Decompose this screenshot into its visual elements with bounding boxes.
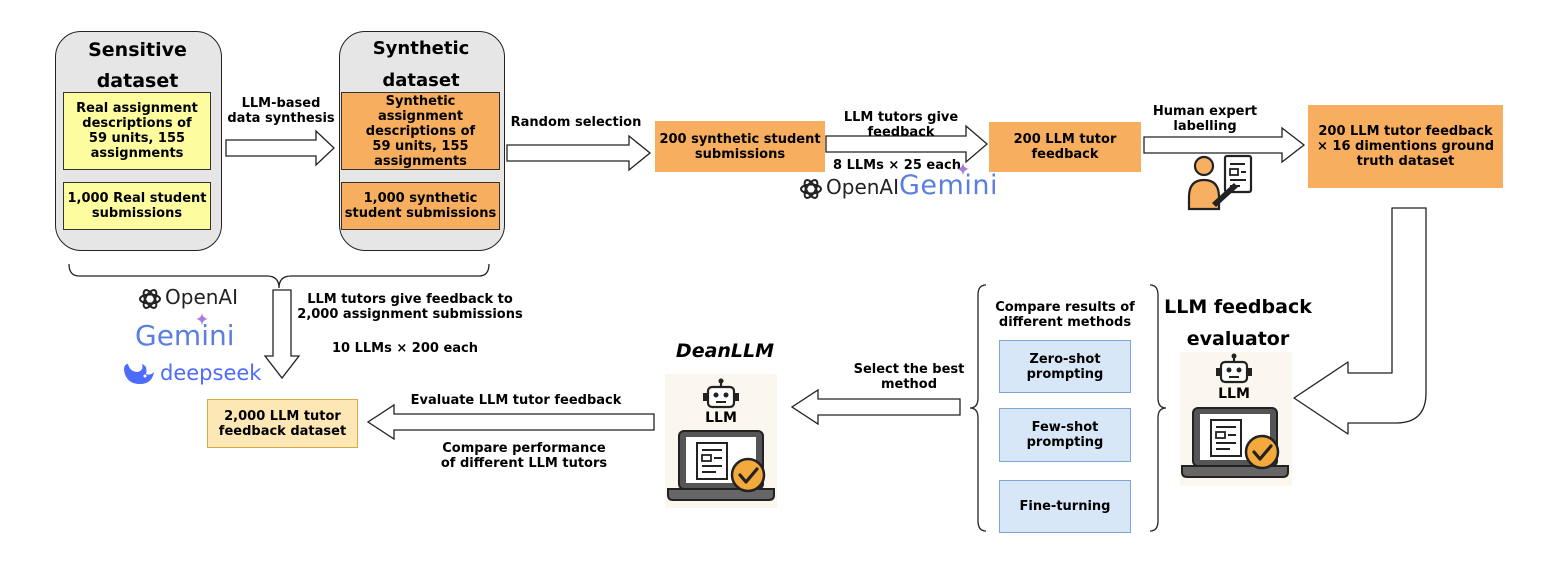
arrow-random-selection: [506, 134, 652, 172]
methods-bracket: [969, 284, 1167, 532]
openai-logo-text: OpenAI: [826, 175, 899, 199]
compare-methods-label: Compare results of different methods: [995, 300, 1135, 330]
method-fine-tuning: Fine-turning: [999, 480, 1131, 533]
llm-synthesis-label: LLM-based data synthesis: [227, 96, 335, 126]
arrow-down-feedback: [263, 289, 301, 380]
compare-performance-label: Compare performance of different LLM tut…: [440, 441, 608, 471]
feedback-dataset-2000-box: 2,000 LLM tutor feedback dataset: [207, 399, 358, 448]
arrow-to-evaluator: [1293, 207, 1427, 435]
deepseek-logo-text: deepseek: [160, 361, 262, 385]
openai-icon: [800, 179, 822, 199]
llms-25-label: 8 LLMs × 25 each: [833, 158, 961, 173]
human-expert-icon: [1187, 154, 1253, 211]
evaluator-robot-label: LLM: [1218, 386, 1250, 402]
deanllm-title: DeanLLM: [675, 340, 775, 362]
evaluator-laptop-icon: [1181, 407, 1289, 478]
llms-200-label: 10 LLMs × 200 each: [331, 341, 478, 356]
sensitive-dataset-title: Sensitive dataset: [88, 39, 187, 92]
evaluator-title: LLM feedback evaluator: [1164, 296, 1312, 350]
gemini-logo-text-left: Gemini: [135, 319, 235, 352]
datasets-brace: [68, 263, 490, 289]
tutors-2000-label: LLM tutors give feedback to 2,000 assign…: [297, 292, 523, 322]
deepseek-whale-icon: [124, 364, 154, 384]
arrow-human-labelling: [1143, 126, 1306, 164]
deanllm-robot-label: LLM: [705, 410, 737, 426]
gemini-sparkle-icon: [957, 163, 969, 175]
select-best-label: Select the best method: [853, 362, 965, 392]
llm-tutor-feedback-200-box: 200 LLM tutor feedback: [989, 122, 1141, 172]
deanllm-laptop-icon: [667, 430, 775, 501]
gemini-logo-text: Gemini: [899, 170, 998, 201]
gemini-sparkle-icon-left: [196, 313, 208, 325]
real-assignment-box: Real assignment descriptions of 59 units…: [63, 92, 211, 170]
openai-icon-left: [139, 289, 161, 309]
method-few-shot: Few-shot prompting: [999, 408, 1131, 462]
ground-truth-dataset-box: 200 LLM tutor feedback × 16 dimentions g…: [1308, 105, 1503, 188]
evaluate-label: Evaluate LLM tutor feedback: [410, 393, 622, 408]
evaluator-robot-icon: [1216, 353, 1252, 384]
deanllm-robot-icon: [703, 378, 739, 409]
synthetic-assignment-box: Synthetic assignment descriptions of 59 …: [341, 92, 500, 170]
openai-logo-text-left: OpenAI: [165, 285, 238, 309]
arrow-tutors-feedback: [825, 124, 988, 164]
method-zero-shot: Zero-shot prompting: [999, 340, 1131, 393]
synthetic-submissions-box: 1,000 synthetic student submissions: [341, 182, 500, 230]
synthetic-submissions-200-box: 200 synthetic student submissions: [655, 121, 825, 172]
human-expert-label: Human expert labelling: [1152, 104, 1258, 134]
tutors-give-feedback-label: LLM tutors give feedback: [843, 110, 959, 140]
arrow-synthesis: [225, 129, 335, 167]
arrow-evaluate: [366, 403, 655, 441]
arrow-select-best: [790, 388, 961, 426]
synthetic-dataset-title: Synthetic dataset: [372, 38, 470, 91]
random-selection-label: Random selection: [510, 115, 642, 130]
real-submissions-box: 1,000 Real student submissions: [63, 182, 211, 230]
